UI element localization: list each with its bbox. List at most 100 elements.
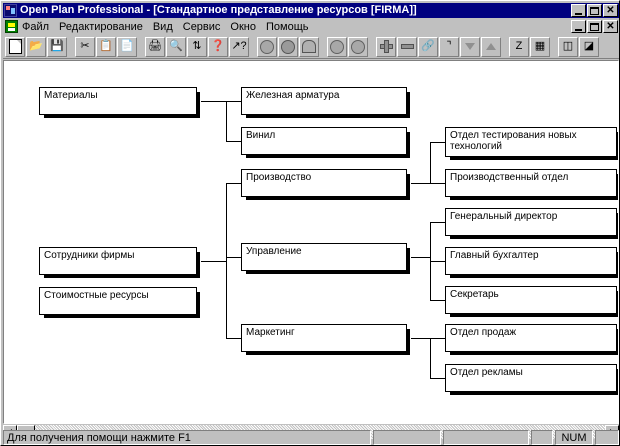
resource-filled-circle2-icon — [349, 38, 367, 56]
diagram-node-zhel-armatura[interactable]: Железная арматура — [241, 87, 410, 118]
unlink-button[interactable]: ⌝ — [439, 36, 459, 57]
paste-button[interactable]: 📄 — [117, 36, 137, 57]
print-preview-button[interactable]: 🔍 — [166, 36, 186, 57]
context-help-button[interactable]: ↗? — [229, 36, 249, 57]
node-shadow — [406, 329, 410, 355]
print-button[interactable]: 🖨 — [145, 36, 165, 57]
diagram-node-materialy[interactable]: Материалы — [39, 87, 200, 118]
new-file-button[interactable] — [5, 36, 25, 57]
layout-icon: ◫ — [562, 40, 574, 52]
move-up-button[interactable] — [481, 36, 501, 57]
help-button[interactable]: ❓ — [208, 36, 228, 57]
copy-button[interactable]: 📋 — [96, 36, 116, 57]
node-shadow — [616, 291, 618, 317]
move-down-button[interactable] — [460, 36, 480, 57]
open-plan-icon — [4, 4, 17, 17]
menu-item-edit[interactable]: Редактирование — [59, 20, 143, 33]
remove-button[interactable] — [397, 36, 417, 57]
status-bar: Для получения помощи нажмите F1 NUM — [3, 430, 619, 445]
node-label: Производство — [246, 172, 312, 183]
diagram-node-marketing[interactable]: Маркетинг — [241, 324, 410, 355]
diagram-node-vinil[interactable]: Винил — [241, 127, 410, 158]
layout-button[interactable]: ◫ — [558, 36, 578, 57]
edge-line — [430, 142, 445, 143]
copy-icon: 📋 — [99, 40, 113, 52]
diagram-node-otdel-prodazh[interactable]: Отдел продаж — [445, 324, 618, 355]
diagram-node-stoimostnye[interactable]: Стоимостные ресурсы — [39, 287, 200, 318]
resource-filled-circle2-button[interactable] — [348, 36, 368, 57]
context-help-icon: ↗? — [231, 40, 247, 52]
menu-bar: Файл Редактирование Вид Сервис Окно Помо… — [3, 19, 619, 34]
status-pane-c — [531, 430, 553, 445]
node-label: Железная арматура — [246, 90, 340, 101]
node-shadow — [406, 92, 410, 118]
menu-item-file[interactable]: Файл — [22, 20, 50, 33]
resource-filled-circle-button[interactable] — [327, 36, 347, 57]
diagram-node-otdel-test[interactable]: Отдел тестирования новых технологий — [445, 127, 618, 160]
print-icon: 🖨 — [148, 40, 162, 52]
remove-minus-icon — [398, 38, 416, 56]
maximize-button[interactable] — [587, 4, 602, 17]
node-label: Управление — [246, 246, 302, 257]
edge-line — [226, 257, 241, 258]
resource-dome-button[interactable] — [299, 36, 319, 57]
unlink-icon: ⌝ — [446, 40, 452, 52]
add-button[interactable] — [376, 36, 396, 57]
node-label: Стоимостные ресурсы — [44, 290, 149, 301]
edge-line — [430, 183, 445, 184]
menu-item-window[interactable]: Окно — [230, 20, 256, 33]
resource-dome-icon — [300, 38, 318, 56]
zoom-z-button[interactable]: Z — [509, 36, 529, 57]
mdi-minimize-button[interactable] — [571, 20, 586, 33]
menu-item-tools[interactable]: Сервис — [182, 20, 221, 33]
diagram-node-upravlenie[interactable]: Управление — [241, 243, 410, 274]
open-folder-button[interactable]: 📂 — [26, 36, 46, 57]
edge-line — [411, 338, 431, 339]
resource-circle-icon — [258, 38, 276, 56]
menu-item-help[interactable]: Помощь — [265, 20, 309, 33]
save-disk-icon: 💾 — [50, 40, 64, 52]
new-file-icon — [6, 38, 24, 56]
save-disk-button[interactable]: 💾 — [47, 36, 67, 57]
sort-button[interactable]: ⇅ — [187, 36, 207, 57]
arrange-icon: ◪ — [583, 40, 595, 52]
node-shadow — [406, 174, 410, 200]
mdi-document-icon[interactable] — [5, 20, 18, 33]
node-label: Сотрудники фирмы — [44, 250, 135, 261]
help-question-icon: ❓ — [211, 40, 225, 52]
menu-items: Файл Редактирование Вид Сервис Окно Помо… — [22, 21, 571, 33]
diagram-node-proizv-otdel[interactable]: Производственный отдел — [445, 169, 618, 200]
node-shadow — [196, 292, 200, 318]
diagram-node-gl-buhgalter[interactable]: Главный бухгалтер — [445, 247, 618, 278]
mdi-restore-button[interactable] — [587, 20, 602, 33]
mdi-close-button[interactable]: ✕ — [603, 20, 618, 33]
node-label: Отдел тестирования новых технологий — [450, 130, 577, 152]
status-badge-num: NUM — [555, 430, 593, 445]
resource-circle-button[interactable] — [257, 36, 277, 57]
diagram-node-sekretar[interactable]: Секретарь — [445, 286, 618, 317]
edge-line — [430, 338, 445, 339]
cut-button[interactable]: ✂ — [75, 36, 95, 57]
title-bar[interactable]: Open Plan Professional - [Стандартное пр… — [3, 3, 619, 18]
node-label: Секретарь — [450, 289, 499, 300]
close-icon: ✕ — [606, 5, 615, 16]
minimize-button[interactable] — [571, 4, 586, 17]
diagram-node-proizvodstvo[interactable]: Производство — [241, 169, 410, 200]
arrange-button[interactable]: ◪ — [579, 36, 599, 57]
window-title: Open Plan Professional - [Стандартное пр… — [20, 4, 417, 16]
diagram-node-gen-director[interactable]: Генеральный директор — [445, 208, 618, 239]
edge-line — [430, 300, 445, 301]
status-message: Для получения помощи нажмите F1 — [3, 430, 371, 445]
close-button[interactable]: ✕ — [603, 4, 618, 17]
diagram-node-otdel-reklamy[interactable]: Отдел рекламы — [445, 364, 618, 395]
link-button[interactable]: 🔗 — [418, 36, 438, 57]
node-shadow — [616, 369, 618, 395]
edge-line — [411, 183, 431, 184]
diagram-node-sotrudniki[interactable]: Сотрудники фирмы — [39, 247, 200, 278]
table-view-button[interactable]: ▦ — [530, 36, 550, 57]
resource-person-button[interactable] — [278, 36, 298, 57]
resource-person-icon — [279, 38, 297, 56]
menu-item-view[interactable]: Вид — [152, 20, 173, 33]
